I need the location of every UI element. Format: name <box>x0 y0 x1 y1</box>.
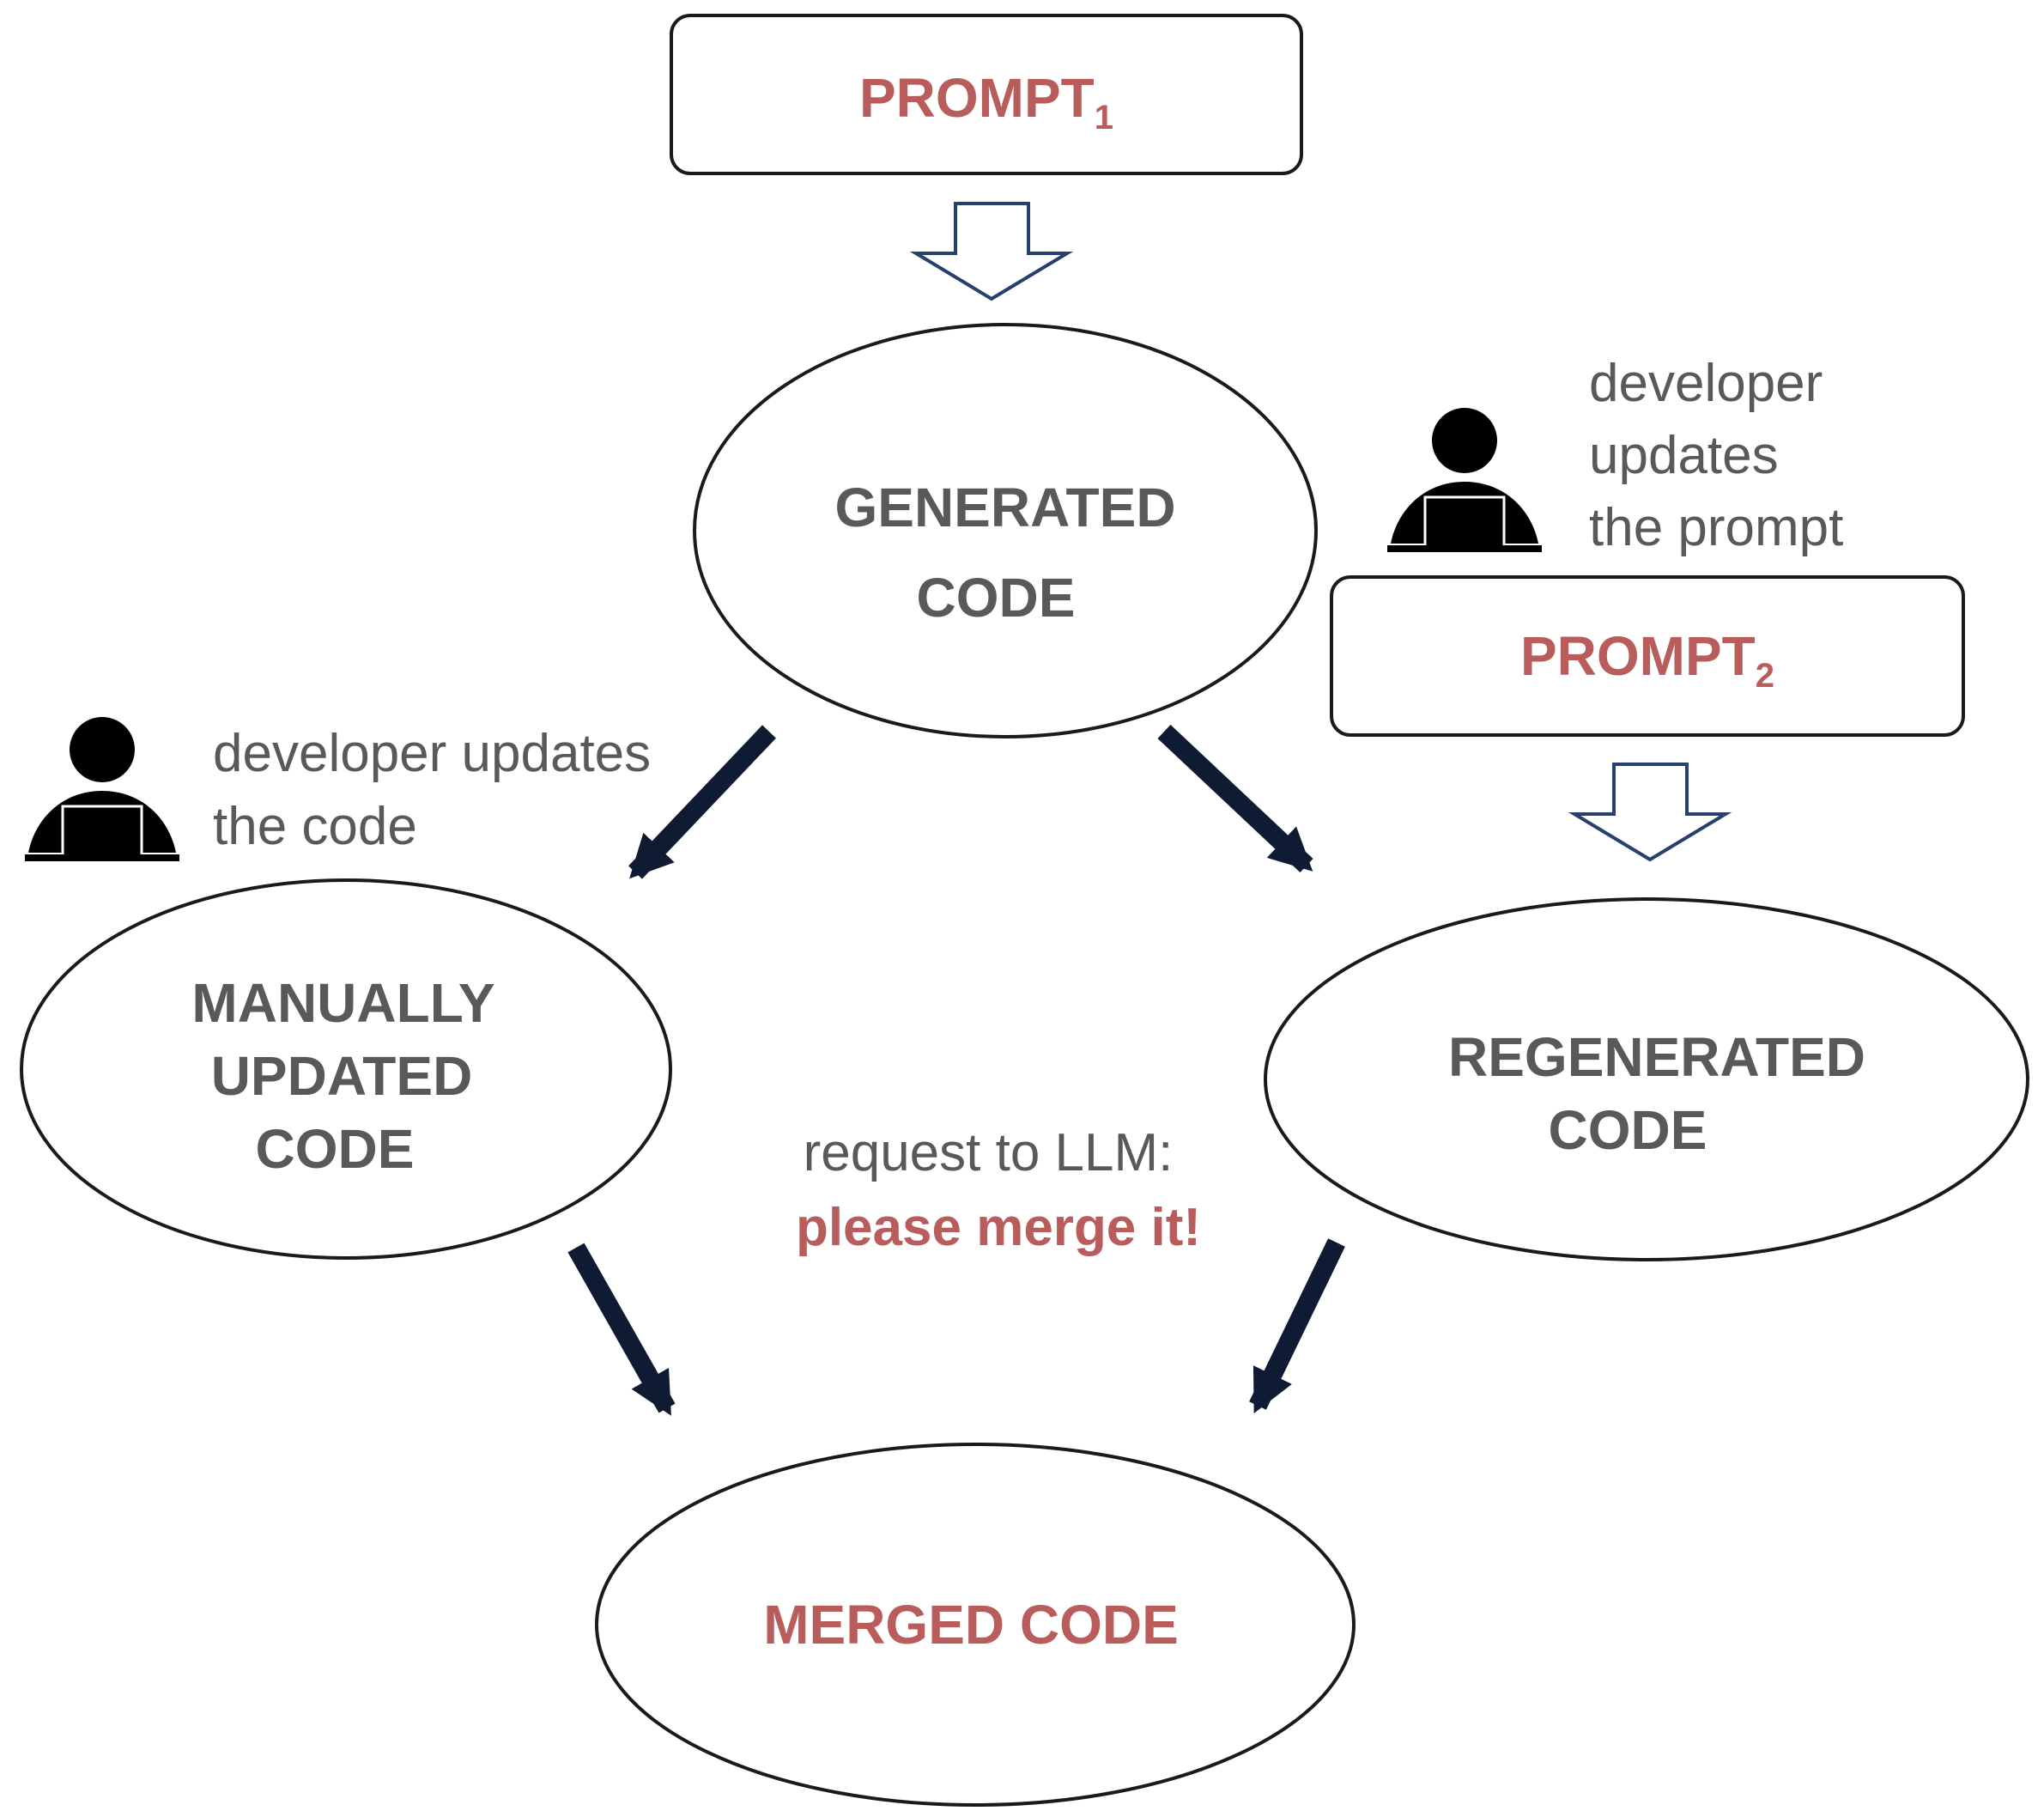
regenerated-code-node: REGENERATED CODE <box>1264 897 2029 1261</box>
note-update-code-line1: developer updates <box>213 724 651 783</box>
note-update-prompt-line1: developer <box>1589 354 1823 413</box>
manual-code-line1: MANUALLY <box>191 972 494 1034</box>
prompt-2-label: PROMPT <box>1520 625 1756 687</box>
manually-updated-code-node: MANUALLY UPDATED CODE <box>20 878 672 1260</box>
arrow-generated-to-manual <box>628 725 776 879</box>
merge-request-note: request to LLM: please merge it! <box>796 1123 1201 1257</box>
merge-request-line1: request to LLM: <box>804 1123 1174 1182</box>
generated-code-line1: GENERATED <box>834 477 1175 538</box>
merged-code-label: MERGED CODE <box>763 1594 1179 1656</box>
note-update-prompt-line2: updates <box>1589 426 1779 485</box>
generated-code-line2: CODE <box>917 567 1076 629</box>
arrow-regenerated-to-merged <box>1249 1238 1345 1414</box>
developer-icon <box>1387 408 1542 552</box>
note-update-prompt: developer updates the prompt <box>1589 354 1843 557</box>
hollow-arrow-prompt1 <box>909 202 1074 301</box>
prompt-2-subscript: 2 <box>1756 657 1774 695</box>
note-update-code: developer updates the code <box>213 724 651 856</box>
prompt-1-box: PROMPT1 <box>670 14 1303 175</box>
note-update-prompt-line3: the prompt <box>1589 498 1843 557</box>
generated-code-node: GENERATED CODE <box>693 323 1318 738</box>
arrow-manual-to-merged <box>567 1243 676 1416</box>
svg-text:PROMPT1: PROMPT1 <box>859 67 1113 137</box>
note-update-code-line2: the code <box>213 797 417 856</box>
hollow-arrow-prompt2 <box>1568 763 1732 862</box>
manual-code-line3: CODE <box>256 1118 415 1180</box>
manual-code-line2: UPDATED <box>211 1045 473 1107</box>
arrow-generated-to-regenerated <box>1157 724 1313 873</box>
developer-icon <box>25 717 179 861</box>
regenerated-code-line1: REGENERATED <box>1448 1026 1865 1088</box>
prompt-2-box: PROMPT2 <box>1330 575 1965 737</box>
prompt-1-label: PROMPT <box>859 67 1095 129</box>
merged-code-node: MERGED CODE <box>595 1443 1356 1807</box>
regenerated-code-line2: CODE <box>1549 1099 1707 1161</box>
merge-request-line2: please merge it! <box>796 1198 1201 1257</box>
prompt-1-subscript: 1 <box>1095 99 1113 137</box>
svg-text:PROMPT2: PROMPT2 <box>1520 625 1774 695</box>
